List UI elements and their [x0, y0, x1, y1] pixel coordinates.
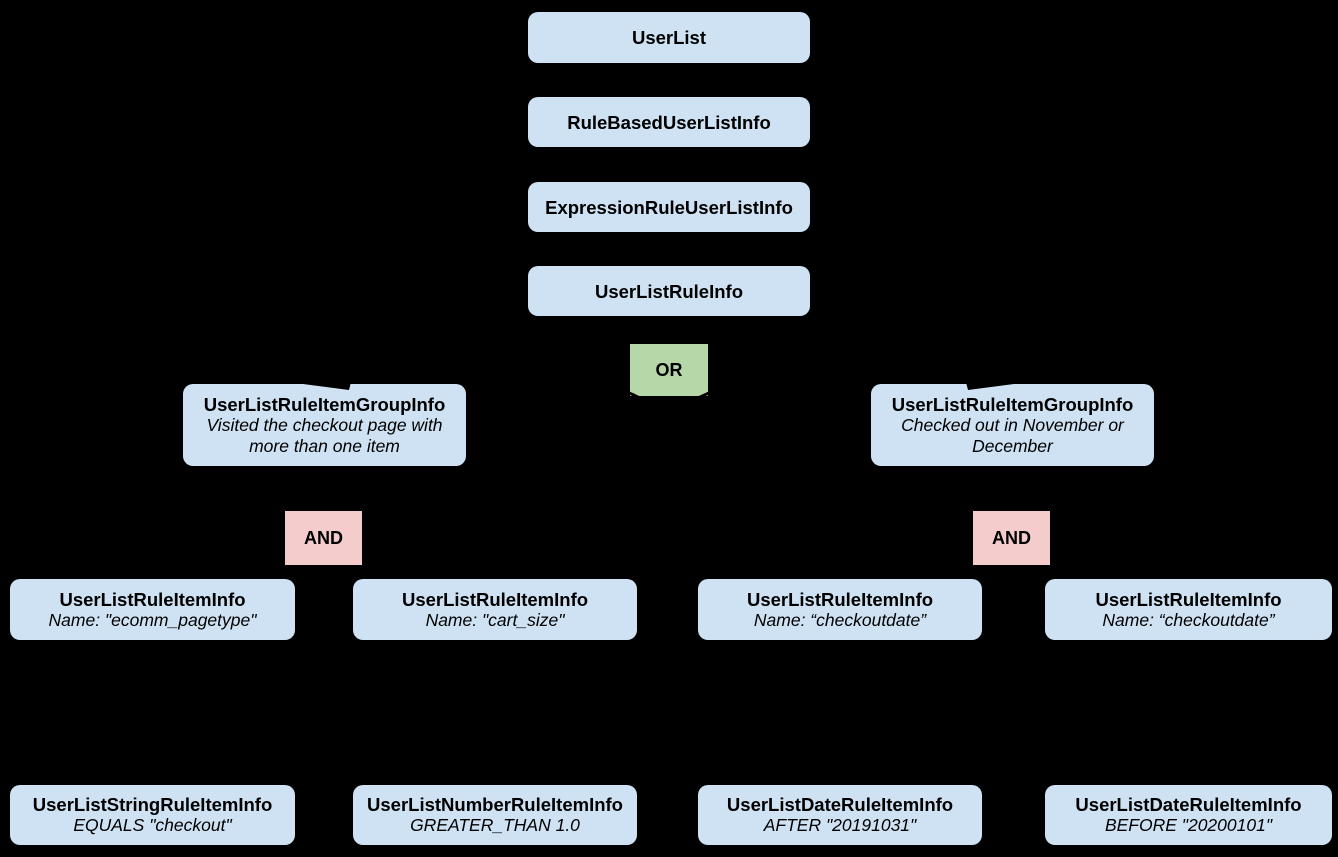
node-string-rule-item: UserListStringRuleItemInfo EQUALS "check…	[10, 785, 295, 845]
rule-item-3-title: UserListRuleItemInfo	[746, 588, 934, 610]
or-operator-node: OR	[630, 344, 708, 396]
node-expression-rule-user-list-info-label: ExpressionRuleUserListInfo	[545, 196, 793, 218]
leaf-3-title: UserListDateRuleItemInfo	[726, 794, 954, 815]
rule-item-4-subtitle: Name: “checkoutdate”	[1102, 609, 1275, 630]
rule-item-3-subtitle: Name: “checkoutdate”	[753, 609, 927, 630]
leaf-2-title: UserListNumberRuleItemInfo	[367, 794, 623, 815]
leaf-1-title: UserListStringRuleItemInfo	[32, 794, 273, 815]
node-rule-item-checkoutdate-2: UserListRuleItemInfo Name: “checkoutdate…	[1045, 579, 1332, 640]
group-right-title: UserListRuleItemGroupInfo	[891, 393, 1134, 415]
node-date-rule-item-after: UserListDateRuleItemInfo AFTER "20191031…	[698, 785, 982, 845]
and-operator-node-left: AND	[285, 511, 362, 565]
rule-item-2-subtitle: Name: "cart_size"	[425, 609, 565, 630]
and-operator-left-label: AND	[304, 527, 343, 548]
node-rule-item-checkoutdate-1: UserListRuleItemInfo Name: “checkoutdate…	[698, 579, 982, 640]
leaf-1-subtitle: EQUALS "checkout"	[73, 815, 232, 835]
node-rule-based-user-list-info-label: RuleBasedUserListInfo	[567, 111, 771, 133]
rule-item-1-title: UserListRuleItemInfo	[59, 588, 246, 610]
rule-item-4-title: UserListRuleItemInfo	[1095, 588, 1282, 610]
node-rule-based-user-list-info: RuleBasedUserListInfo	[528, 97, 810, 147]
leaf-3-subtitle: AFTER "20191031"	[763, 815, 917, 835]
and-operator-node-right: AND	[973, 511, 1050, 565]
rule-item-2-title: UserListRuleItemInfo	[401, 588, 589, 610]
node-rule-item-ecomm-pagetype: UserListRuleItemInfo Name: "ecomm_pagety…	[10, 579, 295, 640]
node-userlist-label: UserList	[631, 27, 707, 48]
group-left-description: Visited the checkout page with more than…	[206, 414, 443, 456]
group-right-description: Checked out in November or December	[901, 414, 1124, 456]
or-operator-label: OR	[655, 359, 683, 380]
rule-item-1-subtitle: Name: "ecomm_pagetype"	[48, 609, 257, 630]
leaf-4-subtitle: BEFORE "20200101"	[1104, 815, 1273, 835]
node-user-list-rule-info-label: UserListRuleInfo	[594, 280, 744, 302]
group-left-title: UserListRuleItemGroupInfo	[203, 393, 446, 415]
node-rule-item-group-left: UserListRuleItemGroupInfo Visited the ch…	[183, 384, 466, 466]
leaf-4-title: UserListDateRuleItemInfo	[1075, 794, 1302, 815]
and-operator-right-label: AND	[992, 527, 1031, 548]
leaf-2-subtitle: GREATER_THAN 1.0	[410, 815, 580, 835]
node-date-rule-item-before: UserListDateRuleItemInfo BEFORE "2020010…	[1045, 785, 1332, 845]
node-expression-rule-user-list-info: ExpressionRuleUserListInfo	[528, 182, 810, 232]
node-user-list-rule-info: UserListRuleInfo	[528, 266, 810, 316]
node-number-rule-item: UserListNumberRuleItemInfo GREATER_THAN …	[353, 785, 637, 845]
node-rule-item-cart-size: UserListRuleItemInfo Name: "cart_size"	[353, 579, 637, 640]
node-rule-item-group-right: UserListRuleItemGroupInfo Checked out in…	[871, 384, 1154, 466]
node-userlist: UserList	[528, 12, 810, 63]
